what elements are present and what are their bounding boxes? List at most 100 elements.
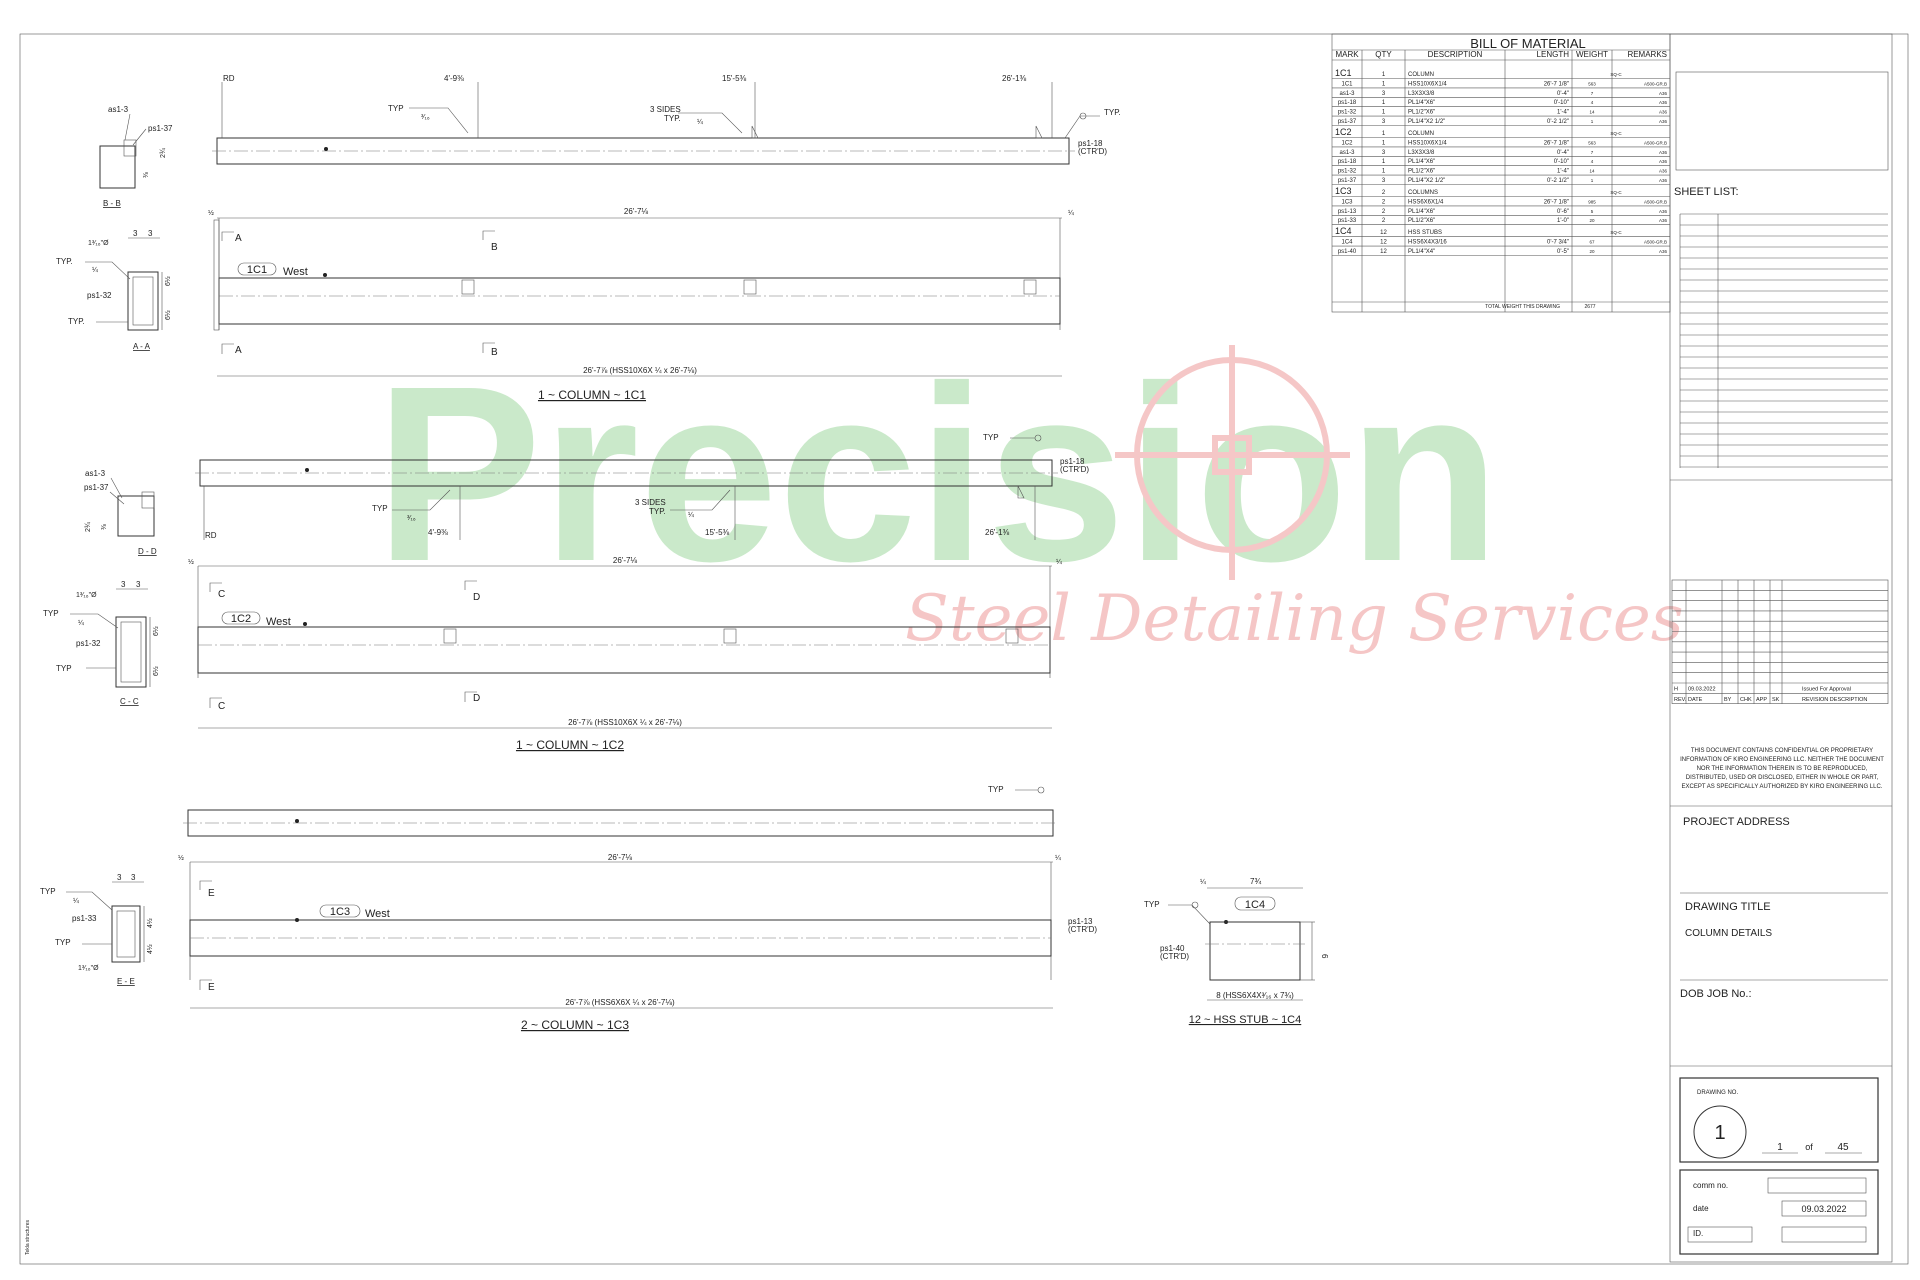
crosshair-icon [1115,345,1350,580]
svg-text:26'-7⅛: 26'-7⅛ [613,556,638,565]
svg-text:THIS DOCUMENT CONTAINS CONFIDE: THIS DOCUMENT CONTAINS CONFIDENTIAL OR P… [1691,748,1873,754]
svg-text:E: E [208,982,215,993]
svg-text:26'-7⅞ (HSS10X6X ¼ x 26'-7⅛): 26'-7⅞ (HSS10X6X ¼ x 26'-7⅛) [583,366,697,375]
svg-text:1C3: 1C3 [330,906,350,918]
svg-text:563: 563 [1588,140,1596,145]
svg-text:0'-4": 0'-4" [1557,91,1569,97]
svg-text:26'-7⅛: 26'-7⅛ [608,853,633,862]
svg-text:1C3: 1C3 [1341,199,1353,205]
svg-text:A36: A36 [1659,249,1668,254]
svg-text:1C4: 1C4 [1341,240,1353,246]
svg-text:1³⁄₁₆"Ø: 1³⁄₁₆"Ø [88,240,109,247]
date-value: 09.03.2022 [1801,1204,1846,1214]
section-b-b: as1-3 ps1-37 2¾ ⅜ B - B [99,105,173,208]
sheet-list-table [1679,213,1888,468]
svg-text:ps1-13: ps1-13 [1338,209,1357,215]
svg-text:PL1/2"X6": PL1/2"X6" [1408,218,1435,224]
rev-header: REV. [1674,697,1687,703]
svg-text:6½: 6½ [164,276,172,286]
svg-text:7: 7 [1591,91,1594,96]
sheet-list-label: SHEET LIST: [1674,186,1739,198]
svg-text:TYP.: TYP. [649,507,666,516]
svg-text:6: 6 [1320,954,1329,959]
svg-text:TYP: TYP [55,938,71,947]
svg-text:PL1/4"X6": PL1/4"X6" [1408,159,1435,165]
svg-text:D: D [473,693,480,704]
svg-text:SQ-C: SQ-C [1610,72,1622,77]
bom-header-mark: MARK [1335,50,1359,59]
svg-text:A36: A36 [1659,119,1668,124]
svg-text:ps1-40: ps1-40 [1338,249,1357,255]
svg-text:COLUMN: COLUMN [1408,131,1434,137]
svg-text:7¾: 7¾ [1250,877,1261,886]
svg-text:ps1-37: ps1-37 [148,124,173,133]
svg-text:26'-7⅞ (HSS6X6X ¼ x 26'-7⅛): 26'-7⅞ (HSS6X6X ¼ x 26'-7⅛) [565,998,675,1007]
svg-text:EXCEPT AS SPECIFICALLY AUTHORI: EXCEPT AS SPECIFICALLY AUTHORIZED BY KIR… [1682,784,1883,790]
svg-text:PL1/4"X6": PL1/4"X6" [1408,100,1435,106]
svg-text:0'-4": 0'-4" [1557,150,1569,156]
svg-text:1: 1 [1591,178,1594,183]
sheet-border [19,33,1909,1265]
bom-header-length: LENGTH [1537,50,1570,59]
rev-header: REVISION DESCRIPTION [1802,697,1867,703]
svg-text:563: 563 [1588,81,1596,86]
svg-text:TYP: TYP [40,887,56,896]
svg-text:A36: A36 [1659,169,1668,174]
svg-text:26'-7⅛: 26'-7⅛ [624,207,649,216]
svg-text:½: ½ [188,558,194,566]
svg-text:1: 1 [1382,131,1386,137]
drawing-no: 1 [1714,1122,1725,1144]
svg-text:ps1-37: ps1-37 [1338,119,1357,125]
svg-text:E - E: E - E [117,977,135,986]
logo-box [1675,71,1889,171]
svg-text:1'-4": 1'-4" [1557,110,1569,116]
svg-text:TYP: TYP [43,609,59,618]
svg-text:1: 1 [1591,119,1594,124]
svg-text:1C1: 1C1 [1341,81,1353,87]
rev-header: DATE [1688,697,1703,703]
svg-text:0'-10": 0'-10" [1554,159,1569,165]
svg-text:ps1-32: ps1-32 [76,639,101,648]
dob-job-label: DOB JOB No.: [1680,988,1752,1000]
svg-text:ps1-37: ps1-37 [1338,178,1357,184]
confidentiality-notice: THIS DOCUMENT CONTAINS CONFIDENTIAL OR P… [1680,748,1884,790]
svg-text:ps1-37: ps1-37 [84,483,109,492]
of-label: of [1805,1142,1813,1152]
svg-text:2¾: 2¾ [160,148,167,158]
svg-text:0'-7 3/4": 0'-7 3/4" [1547,240,1569,246]
rev-cell: Issued For Approval [1802,687,1851,693]
svg-text:HSS10X6X1/4: HSS10X6X1/4 [1408,81,1447,87]
svg-text:ps1-32: ps1-32 [1338,169,1357,175]
svg-text:12: 12 [1380,230,1387,236]
rev-header: CHK [1740,697,1752,703]
svg-text:B: B [491,347,498,358]
svg-text:¼: ¼ [1056,559,1062,566]
svg-text:ps1-32: ps1-32 [1338,110,1357,116]
bom-header-remarks: REMARKS [1627,50,1667,59]
svg-text:ps1-40: ps1-40 [1160,944,1185,953]
bom-group-mark: 1C3 [1335,186,1352,196]
svg-text:26'-7⅞ (HSS10X6X ¼ x 26'-7⅛): 26'-7⅞ (HSS10X6X ¼ x 26'-7⅛) [568,718,682,727]
svg-text:A500-GR.B: A500-GR.B [1644,240,1667,245]
svg-text:L3X3X3/8: L3X3X3/8 [1408,150,1435,156]
column-1c1-detail: RD 4'-9⅜ 15'-5⅜ 26'-1⅜ TYP ³⁄₁₆ 3 SIDES … [208,74,1121,402]
svg-text:PL1/2"X6": PL1/2"X6" [1408,169,1435,175]
bom-header-description: DESCRIPTION [1428,50,1483,59]
svg-text:TYP.: TYP. [664,114,681,123]
watermark-tagline: Steel Detailing Services [905,582,1684,656]
date-label: date [1693,1204,1709,1213]
svg-text:West: West [365,908,390,920]
bom-group-mark: 1C2 [1335,127,1352,137]
caption-1c2: 1 ~ COLUMN ~ 1C2 [516,738,624,752]
svg-text:14: 14 [1589,110,1595,115]
svg-text:¼: ¼ [688,512,694,519]
svg-text:1: 1 [1382,100,1386,106]
svg-text:6½: 6½ [152,626,160,636]
